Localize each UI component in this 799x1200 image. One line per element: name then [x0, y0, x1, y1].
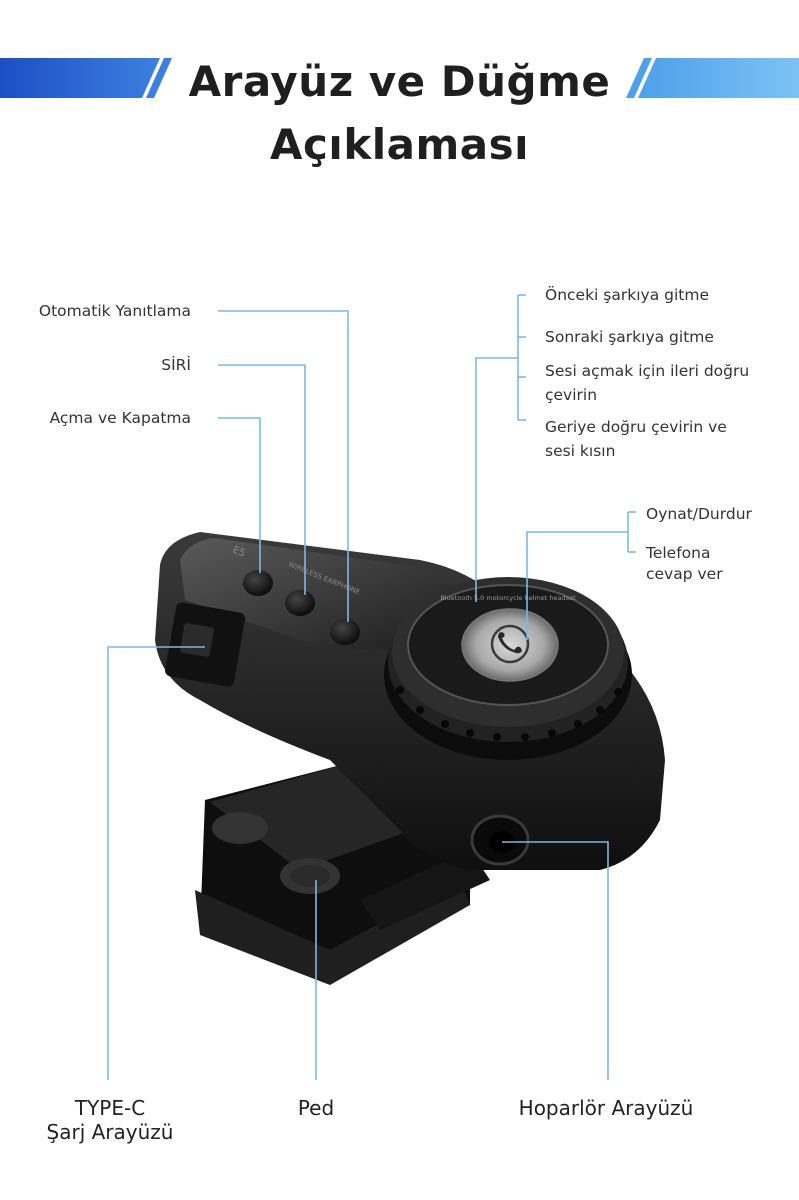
label-vol-up-1: Sesi açmak için ileri doğru: [545, 362, 750, 380]
page-title-line2: Açıklaması: [270, 120, 529, 169]
phone-icon-ring: [490, 624, 530, 664]
auto-answer-button[interactable]: [243, 570, 273, 596]
label-speaker: Hoparlör Arayüzü: [518, 1096, 694, 1120]
label-answer-1: Telefona: [646, 544, 711, 562]
pad-disc-1: [212, 812, 268, 844]
knob-ring-text: Bluetooth 5.0 motorcycle helmet headset: [440, 594, 576, 602]
type-c-port: [180, 623, 214, 657]
siri-button[interactable]: [285, 590, 315, 616]
label-next-track: Sonraki şarkıya gitme: [545, 328, 714, 346]
label-type-c-1: TYPE-C: [74, 1096, 146, 1120]
label-siri: SİRİ: [161, 356, 191, 374]
left-stripe: [0, 58, 172, 98]
label-auto-answer: Otomatik Yanıtlama: [38, 302, 191, 320]
label-power: Açma ve Kapatma: [49, 409, 191, 427]
label-vol-down-1: Geriye doğru çevirin ve: [545, 418, 727, 436]
label-vol-down-2: sesi kısın: [545, 442, 616, 460]
label-pad: Ped: [297, 1096, 335, 1120]
label-play-pause: Oynat/Durdur: [646, 505, 752, 523]
label-vol-up-2: çevirin: [545, 386, 598, 404]
device-brand-text: E5: [231, 545, 247, 560]
speaker-jack: [470, 814, 530, 866]
page-title-line1: Arayüz ve Düğme: [188, 57, 611, 106]
label-prev-track: Önceki şarkıya gitme: [545, 286, 709, 304]
leader-lines: [107, 294, 636, 1080]
power-button[interactable]: [330, 619, 360, 645]
right-stripe: [626, 58, 799, 98]
label-answer-2: cevap ver: [646, 565, 723, 583]
label-type-c-2: Şarj Arayüzü: [46, 1120, 174, 1144]
play-answer-button[interactable]: [461, 608, 559, 682]
phone-icon: [498, 632, 522, 654]
